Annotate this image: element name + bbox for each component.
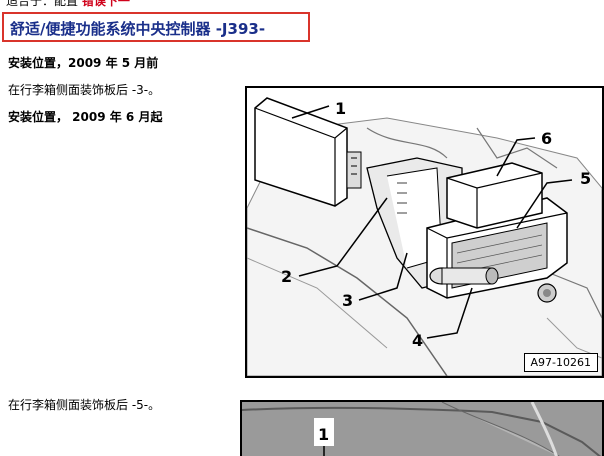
figure-installation-diagram: 1 2 3 4 5 6 A97-10261 bbox=[245, 86, 604, 378]
page-title: 舒适/便捷功能系统中央控制器 -J393- bbox=[10, 20, 266, 38]
callout-1: 1 bbox=[335, 99, 346, 118]
location-text-before: 在行李箱侧面装饰板后 -3-。 bbox=[8, 83, 161, 97]
diagram2-svg: 1 bbox=[242, 402, 602, 456]
diagram-svg: 1 2 3 4 5 6 bbox=[246, 97, 603, 377]
callout-5: 5 bbox=[580, 169, 591, 188]
callout-2-1: 1 bbox=[318, 425, 329, 444]
cut-header-text: 适合于：配置 错误下一 bbox=[6, 0, 130, 9]
control-unit-1 bbox=[254, 97, 362, 207]
part-4 bbox=[429, 267, 557, 303]
install-location-before: 安装位置，2009 年 5 月前 bbox=[8, 56, 159, 70]
callout-6: 6 bbox=[541, 129, 552, 148]
callout-3: 3 bbox=[342, 291, 353, 310]
callout-2: 2 bbox=[281, 267, 292, 286]
title-box: 舒适/便捷功能系统中央控制器 -J393- bbox=[2, 12, 310, 42]
cut-header-red: 错误下一 bbox=[81, 0, 130, 8]
callout-4: 4 bbox=[412, 331, 423, 350]
figure-reference: A97-10261 bbox=[523, 353, 598, 372]
control-unit-6 bbox=[446, 162, 543, 229]
location-text-after: 在行李箱侧面装饰板后 -5-。 bbox=[8, 398, 161, 412]
cut-header-plain: 适合于：配置 bbox=[6, 0, 79, 8]
install-location-after: 安装位置， 2009 年 6 月起 bbox=[8, 110, 163, 124]
figure-installation-diagram-2: 1 bbox=[240, 400, 604, 456]
